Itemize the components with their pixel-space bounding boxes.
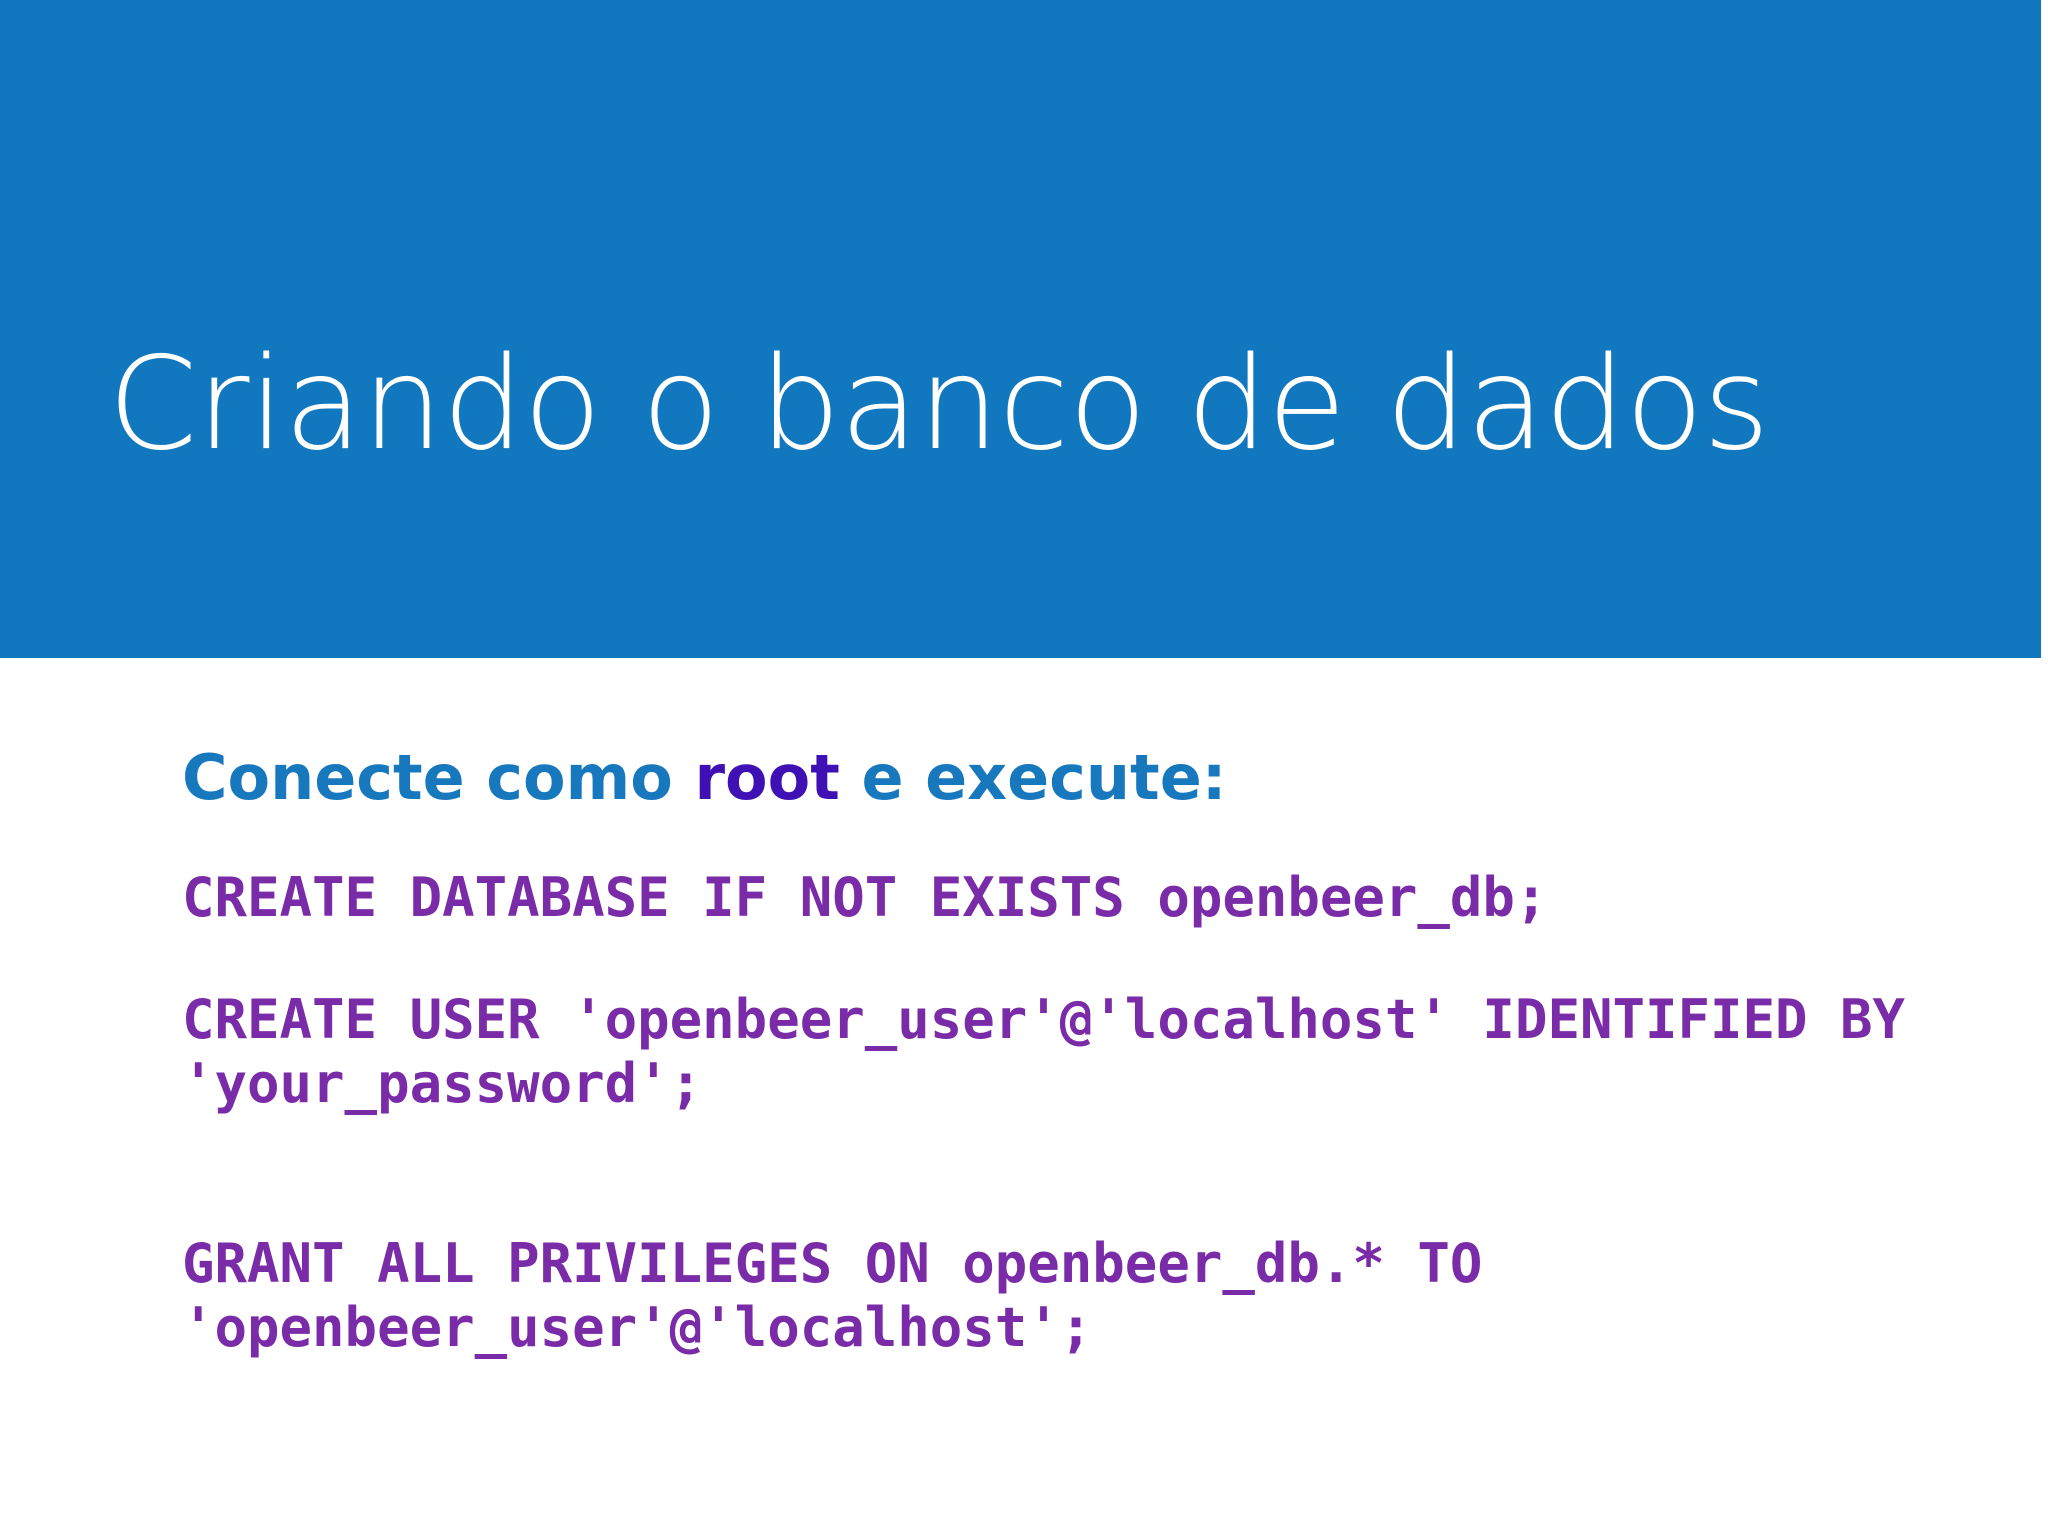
- lead-text-after: e execute:: [839, 741, 1227, 814]
- lead-instruction: Conecte como root e execute:: [182, 741, 1227, 814]
- slide-title-band: Criando o banco de dados: [0, 0, 2041, 658]
- slide-body: Conecte como root e execute: CREATE DATA…: [0, 658, 2048, 1535]
- lead-text-before: Conecte como: [182, 741, 695, 814]
- code-line-grant-privileges: GRANT ALL PRIVILEGES ON openbeer_db.* TO…: [182, 1232, 1515, 1359]
- lead-highlight-root: root: [694, 741, 840, 814]
- code-line-create-user: CREATE USER 'openbeer_user'@'localhost' …: [182, 988, 1938, 1115]
- code-line-create-database: CREATE DATABASE IF NOT EXISTS openbeer_d…: [182, 866, 1548, 929]
- page-title: Criando o banco de dados: [108, 330, 1770, 479]
